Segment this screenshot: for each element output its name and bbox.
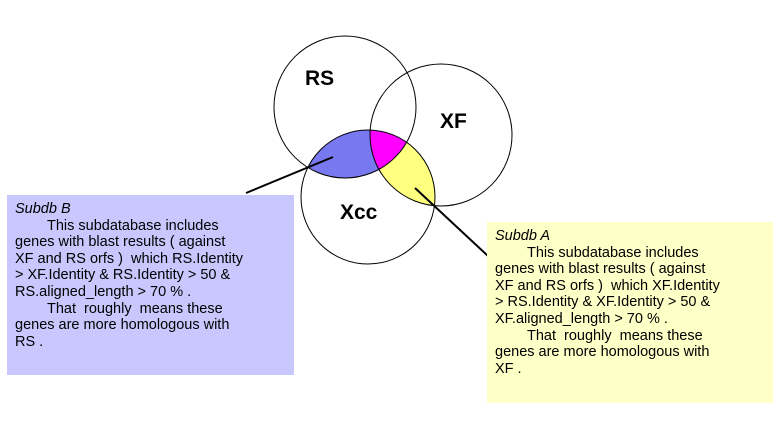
xcc-label: Xcc xyxy=(340,201,378,224)
subdb-b-pointer xyxy=(245,156,334,194)
subdb-b-line: genes are more homologous with xyxy=(15,317,230,334)
subdb-a-line: This subdatabase includes xyxy=(495,244,699,261)
subdb-b-line: XF and RS orfs ) which RS.Identity xyxy=(15,250,244,267)
subdb-b-line: > XF.Identity & RS.Identity > 50 & xyxy=(15,267,231,284)
xf-label: XF xyxy=(440,110,467,133)
subdb-a-line: genes are more homologous with xyxy=(495,344,710,361)
subdb-a-title: Subdb A xyxy=(495,228,551,244)
subdb-b-line: RS.aligned_length > 70 % . xyxy=(15,283,192,300)
xf-circle xyxy=(369,63,513,207)
subdb-a-line: That roughly means these xyxy=(495,327,703,344)
subdb-a-line: genes with blast results ( against xyxy=(495,261,706,278)
subdb-a-pointer xyxy=(414,187,489,257)
xcc-circle xyxy=(300,129,436,265)
subdb-b-line: genes with blast results ( against xyxy=(15,234,226,251)
rs-circle xyxy=(273,35,417,179)
subdb-a-line: XF.aligned_length > 70 % . xyxy=(495,310,668,327)
subdb-b-line: RS . xyxy=(15,333,44,350)
subdb-b-line: That roughly means these xyxy=(15,300,223,317)
subdb-a-line: XF and RS orfs ) which XF.Identity xyxy=(495,277,720,294)
subdb-a-box: Subdb A This subdatabase includes genes … xyxy=(487,222,773,403)
subdb-b-line: This subdatabase includes xyxy=(15,217,219,234)
subdb-a-region xyxy=(370,130,435,206)
subdb-b-box: Subdb B This subdatabase includes genes … xyxy=(7,195,294,375)
subdb-a-line: XF . xyxy=(495,360,522,377)
subdb-a-line: > RS.Identity & XF.Identity > 50 & xyxy=(495,294,711,311)
rs-label: RS xyxy=(305,67,335,90)
subdb-b-title: Subdb B xyxy=(15,201,71,217)
